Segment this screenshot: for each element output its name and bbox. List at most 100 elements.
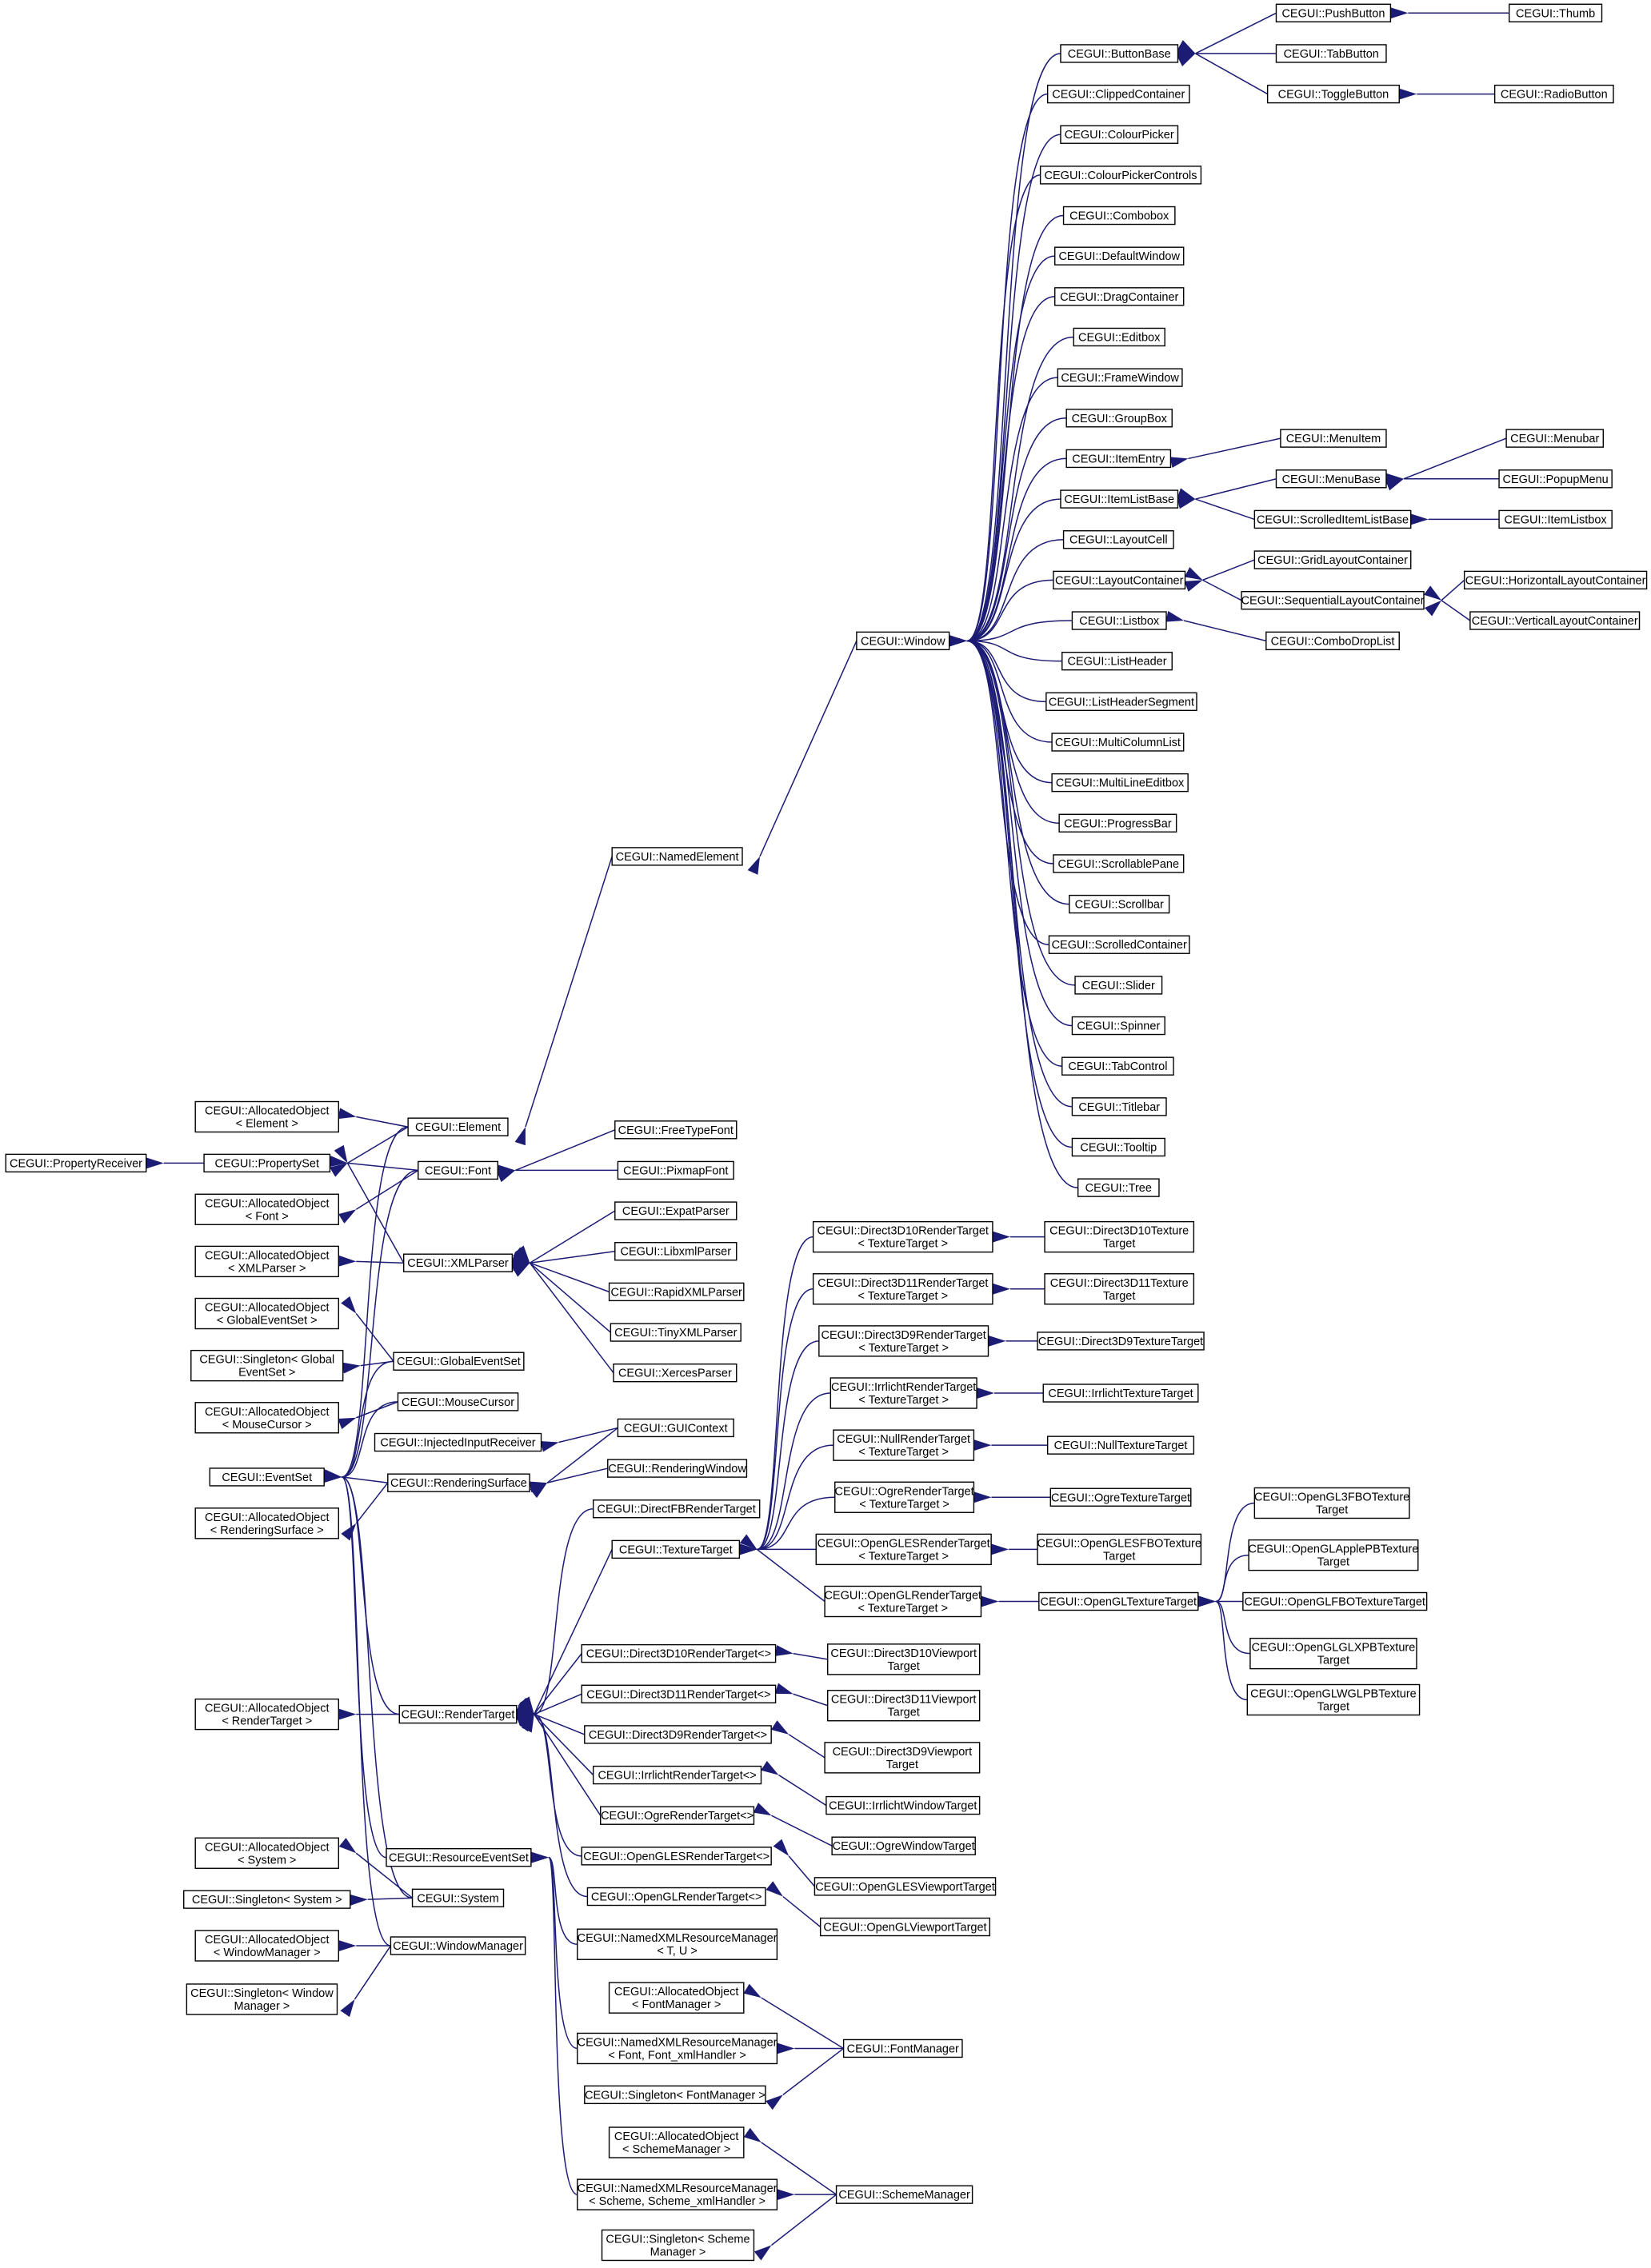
class-node-combodroplist[interactable]: CEGUI::ComboDropList [1265,631,1400,651]
class-node-schememanager[interactable]: CEGUI::SchemeManager [835,2185,973,2204]
class-node-ao-globaleventset[interactable]: CEGUI::AllocatedObject< GlobalEventSet > [194,1297,339,1330]
class-node-titlebar[interactable]: CEGUI::Titlebar [1071,1097,1167,1116]
class-node-singleton-schememanager[interactable]: CEGUI::Singleton< SchemeManager > [601,2229,755,2262]
class-node-listbox[interactable]: CEGUI::Listbox [1071,611,1167,630]
class-node-verticallayoutcontainer[interactable]: CEGUI::VerticalLayoutContainer [1469,611,1641,630]
class-node-oglviewporttarget[interactable]: CEGUI::OpenGLViewportTarget [819,1917,991,1937]
class-node-scrollbar[interactable]: CEGUI::Scrollbar [1069,894,1170,914]
class-node-texturetarget[interactable]: CEGUI::TextureTarget [611,1539,741,1559]
class-node-ao-windowmanager[interactable]: CEGUI::AllocatedObject< WindowManager > [194,1930,339,1962]
class-node-itemlistbase[interactable]: CEGUI::ItemListBase [1060,489,1179,509]
class-node-font[interactable]: CEGUI::Font [418,1160,498,1180]
class-node-scrolledcontainer[interactable]: CEGUI::ScrolledContainer [1048,935,1190,954]
class-node-opengltexturetarget[interactable]: CEGUI::OpenGLTextureTarget [1038,1591,1199,1611]
class-node-rapidxmlparser[interactable]: CEGUI::RapidXMLParser [608,1282,745,1302]
class-node-tabbutton[interactable]: CEGUI::TabButton [1275,44,1387,63]
class-node-radiobutton[interactable]: CEGUI::RadioButton [1493,84,1614,104]
class-node-ao-schememanager[interactable]: CEGUI::AllocatedObject< SchemeManager > [608,2126,745,2158]
class-node-tree[interactable]: CEGUI::Tree [1077,1178,1160,1197]
class-node-ogrewindowtarget[interactable]: CEGUI::OgreWindowTarget [831,1836,976,1855]
class-node-globaleventset[interactable]: CEGUI::GlobalEventSet [393,1352,525,1371]
class-node-colourpicker[interactable]: CEGUI::ColourPicker [1060,125,1179,144]
class-node-ao-system[interactable]: CEGUI::AllocatedObject< System > [194,1837,339,1869]
class-node-windowmanager[interactable]: CEGUI::WindowManager [390,1936,526,1955]
class-node-nulltexturetarget[interactable]: CEGUI::NullTextureTarget [1046,1435,1195,1455]
class-node-colourpickercontrols[interactable]: CEGUI::ColourPickerControls [1039,166,1202,185]
class-node-renderingsurface[interactable]: CEGUI::RenderingSurface [387,1473,530,1492]
class-node-layoutcontainer[interactable]: CEGUI::LayoutContainer [1053,570,1186,590]
class-node-directfbrendertarget[interactable]: CEGUI::DirectFBRenderTarget [592,1499,761,1519]
class-node-nullrt-tt[interactable]: CEGUI::NullRenderTarget< TextureTarget > [833,1429,975,1461]
class-node-rendertarget[interactable]: CEGUI::RenderTarget [398,1704,518,1724]
class-node-oglrt[interactable]: CEGUI::OpenGLRenderTarget<> [586,1887,766,1907]
class-node-menuitem[interactable]: CEGUI::MenuItem [1280,429,1387,448]
class-node-thumb[interactable]: CEGUI::Thumb [1509,3,1603,22]
class-node-d3d10rt-tt[interactable]: CEGUI::Direct3D10RenderTarget< TextureTa… [812,1220,993,1253]
class-node-popupmenu[interactable]: CEGUI::PopupMenu [1498,469,1613,489]
class-node-system[interactable]: CEGUI::System [411,1888,505,1908]
class-node-ogretexturetarget[interactable]: CEGUI::OgreTextureTarget [1049,1487,1192,1507]
class-node-d3d9rt[interactable]: CEGUI::Direct3D9RenderTarget<> [584,1725,772,1744]
class-node-buttonbase[interactable]: CEGUI::ButtonBase [1060,44,1179,63]
class-node-clippedcontainer[interactable]: CEGUI::ClippedContainer [1046,84,1190,104]
class-node-menubar[interactable]: CEGUI::Menubar [1505,429,1605,448]
class-node-combobox[interactable]: CEGUI::Combobox [1062,206,1176,226]
class-node-d3d11rt[interactable]: CEGUI::Direct3D11RenderTarget<> [581,1684,777,1703]
class-node-window[interactable]: CEGUI::Window [856,631,950,651]
class-node-singleton-windowmanager[interactable]: CEGUI::Singleton< WindowManager > [186,1983,338,2015]
class-node-groupbox[interactable]: CEGUI::GroupBox [1065,409,1173,428]
class-node-mousecursor[interactable]: CEGUI::MouseCursor [397,1392,519,1412]
class-node-d3d11rt-tt[interactable]: CEGUI::Direct3D11RenderTarget< TextureTa… [812,1273,993,1305]
class-node-fontmanager[interactable]: CEGUI::FontManager [842,2038,963,2058]
class-node-ao-xmlparser[interactable]: CEGUI::AllocatedObject< XMLParser > [194,1245,339,1278]
class-node-openglfbotexturetarget[interactable]: CEGUI::OpenGLFBOTextureTarget [1242,1591,1428,1611]
class-node-xercesparser[interactable]: CEGUI::XercesParser [613,1363,738,1383]
class-node-sequentiallayoutcontainer[interactable]: CEGUI::SequentialLayoutContainer [1241,591,1425,610]
class-node-ogrert[interactable]: CEGUI::OgreRenderTarget<> [600,1806,755,1825]
class-node-togglebutton[interactable]: CEGUI::ToggleButton [1266,84,1400,104]
class-node-namedxml-tu[interactable]: CEGUI::NamedXMLResourceManager< T, U > [577,1928,778,1960]
class-node-itemlistbox[interactable]: CEGUI::ItemListbox [1498,509,1613,529]
class-node-irrlichtrt[interactable]: CEGUI::IrrlichtRenderTarget<> [592,1765,762,1785]
class-node-layoutcell[interactable]: CEGUI::LayoutCell [1062,530,1174,549]
class-node-multilineeditbox[interactable]: CEGUI::MultiLineEditbox [1051,773,1189,793]
class-node-singleton-globaleventset[interactable]: CEGUI::Singleton< GlobalEventSet > [190,1349,344,1382]
class-node-irrlichttexturetarget[interactable]: CEGUI::IrrlichtTextureTarget [1042,1384,1199,1403]
class-node-scrolleditemlistbase[interactable]: CEGUI::ScrolledItemListBase [1253,509,1412,529]
class-node-resourceeventset[interactable]: CEGUI::ResourceEventSet [386,1847,532,1867]
class-node-ao-renderingsurface[interactable]: CEGUI::AllocatedObject< RenderingSurface… [194,1507,339,1539]
class-node-dragcontainer[interactable]: CEGUI::DragContainer [1054,287,1185,306]
class-node-defaultwindow[interactable]: CEGUI::DefaultWindow [1054,246,1185,266]
class-node-spinner[interactable]: CEGUI::Spinner [1071,1016,1165,1036]
class-node-multicolumnlist[interactable]: CEGUI::MultiColumnList [1051,733,1185,752]
class-node-singleton-system[interactable]: CEGUI::Singleton< System > [183,1890,351,1909]
class-node-d3d9rt-tt[interactable]: CEGUI::Direct3D9RenderTarget< TextureTar… [818,1325,989,1357]
class-node-expatparser[interactable]: CEGUI::ExpatParser [614,1201,738,1220]
class-node-ao-rendertarget[interactable]: CEGUI::AllocatedObject< RenderTarget > [194,1698,339,1731]
class-node-namedxml-font[interactable]: CEGUI::NamedXMLResourceManager< Font, Fo… [577,2032,778,2065]
class-node-xmlparser[interactable]: CEGUI::XMLParser [402,1253,514,1272]
class-node-singleton-fontmanager[interactable]: CEGUI::Singleton< FontManager > [584,2085,766,2105]
class-node-editbox[interactable]: CEGUI::Editbox [1073,327,1165,347]
class-node-oglesrt[interactable]: CEGUI::OpenGLESRenderTarget<> [581,1847,772,1866]
class-node-oglesrt-tt[interactable]: CEGUI::OpenGLESRenderTarget< TextureTarg… [815,1533,992,1566]
class-node-namedxml-scheme[interactable]: CEGUI::NamedXMLResourceManager< Scheme, … [577,2178,778,2210]
class-node-listheadersegment[interactable]: CEGUI::ListHeaderSegment [1045,692,1197,712]
class-node-gridlayoutcontainer[interactable]: CEGUI::GridLayoutContainer [1253,550,1412,569]
class-node-listheader[interactable]: CEGUI::ListHeader [1061,651,1173,671]
class-node-renderingwindow[interactable]: CEGUI::RenderingWindow [607,1459,748,1478]
class-node-menubase[interactable]: CEGUI::MenuBase [1275,469,1387,489]
class-node-injectedinputreceiver[interactable]: CEGUI::InjectedInputReceiver [374,1432,542,1452]
class-node-oglrt-tt[interactable]: CEGUI::OpenGLRenderTarget< TextureTarget… [824,1585,982,1618]
class-node-d3d9texturetarget[interactable]: CEGUI::Direct3D9TextureTarget [1037,1332,1205,1351]
class-node-tabcontrol[interactable]: CEGUI::TabControl [1061,1056,1174,1076]
class-node-d3d10rt[interactable]: CEGUI::Direct3D10RenderTarget<> [581,1643,777,1663]
class-node-guicontext[interactable]: CEGUI::GUIContext [617,1418,734,1438]
